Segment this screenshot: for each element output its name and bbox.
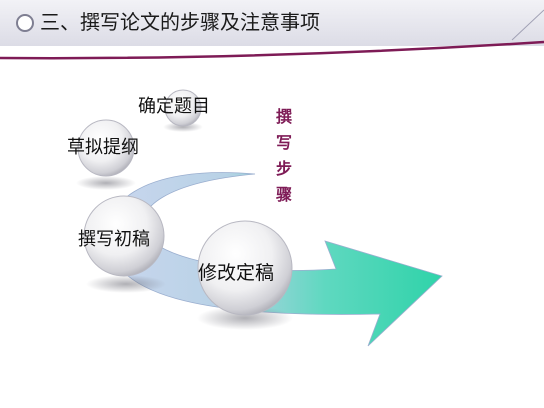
- title-bar: 三、撰写论文的步骤及注意事项: [0, 0, 544, 60]
- page-title: 三、撰写论文的步骤及注意事项: [40, 10, 320, 34]
- stage-label-2: 草拟提纲: [67, 137, 139, 158]
- steps-label-char: 步: [275, 159, 292, 178]
- steps-label-char: 骤: [275, 185, 292, 204]
- stage-ball-3: [83, 195, 165, 277]
- title-bullet-icon: [16, 14, 34, 32]
- stage-shadow: [76, 176, 136, 190]
- stage-ball-4: [197, 220, 293, 316]
- steps-vertical-label: 撰 写 步 骤: [274, 104, 294, 208]
- header-decoration: [0, 9, 544, 60]
- stage-ball-1: [164, 89, 202, 127]
- header-corner-line: [511, 9, 544, 41]
- steps-label-char: 撰: [275, 107, 292, 126]
- stage-shadow: [163, 122, 203, 132]
- process-diagram: [76, 89, 443, 347]
- stage-shadow: [86, 275, 166, 293]
- stage-ball-2: [77, 119, 135, 177]
- stage-label-1: 确定题目: [138, 96, 210, 117]
- stage-label-3: 撰写初稿: [78, 229, 150, 250]
- stage-label-4: 修改定稿: [198, 262, 275, 284]
- steps-label-char: 写: [275, 133, 292, 152]
- stage-shadow: [197, 306, 293, 330]
- header-accent-line: [0, 40, 544, 60]
